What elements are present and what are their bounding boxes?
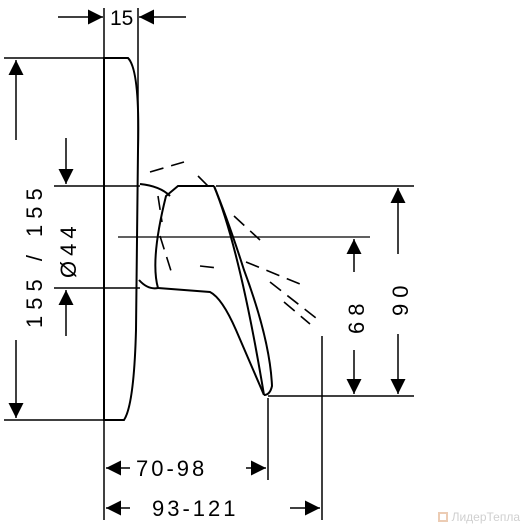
dim-projection-long-label: 93-121	[152, 496, 239, 521]
dim-offset-68-label: 68	[344, 298, 369, 334]
dim-projection-long	[106, 336, 323, 520]
dim-plate-height	[4, 57, 104, 421]
dim-projection-short-label: 70-98	[136, 456, 207, 481]
dim-top-width-label: 15	[110, 7, 133, 30]
dim-plate-height-label: 155 / 155	[22, 182, 47, 328]
dim-diameter	[54, 138, 140, 336]
dim-offset-68	[216, 185, 414, 397]
watermark-text: ЛидерТепла	[451, 510, 520, 524]
wall-plate	[103, 57, 140, 421]
mixer-handle	[138, 183, 274, 396]
dim-offset-90-label: 90	[388, 280, 413, 316]
watermark-logo-icon	[437, 512, 448, 522]
alternate-position-lines	[149, 161, 317, 325]
dim-projection-short	[103, 398, 269, 520]
dim-top-width	[58, 8, 186, 150]
dim-diameter-label: Ø44	[56, 221, 81, 278]
watermark: ЛидерТепла	[437, 510, 520, 524]
